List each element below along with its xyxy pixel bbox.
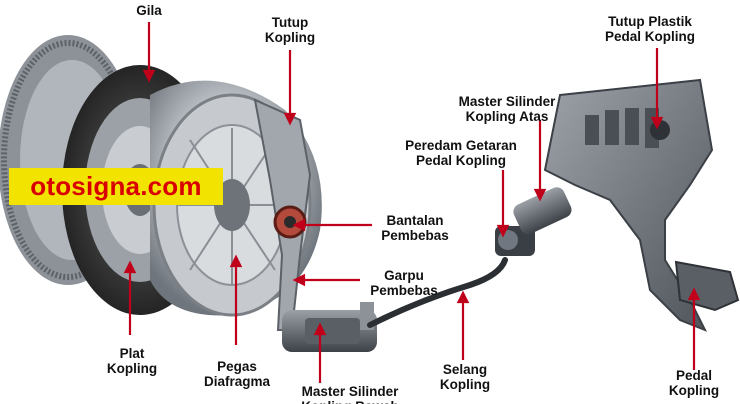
label-peredam-getaran: Peredam Getaran Pedal Kopling: [405, 138, 517, 168]
watermark-logo: otosigna.com: [9, 168, 223, 205]
label-garpu-pembebas: Garpu Pembebas: [370, 268, 438, 298]
callouts: [123, 22, 701, 383]
clutch-hose: [367, 257, 508, 328]
label-gila: Gila: [136, 3, 162, 18]
label-bantalan-pembebas: Bantalan Pembebas: [381, 213, 449, 243]
label-master-silinder-bawah: Master Silinder Kopling Bawah: [301, 384, 399, 404]
release-fork: [253, 98, 312, 331]
label-pedal-kopling: Pedal Kopling: [668, 368, 720, 398]
label-tutup-kopling: Tutup Kopling: [264, 15, 316, 45]
master-cylinder: [513, 187, 572, 235]
label-master-silinder-atas: Master Silinder Kopling Atas: [458, 94, 556, 124]
label-selang-kopling: Selang Kopling: [439, 362, 491, 392]
slave-cylinder: [282, 302, 377, 352]
label-plat-kopling: Plat Kopling: [106, 346, 158, 376]
pedal-assembly: [543, 78, 740, 332]
label-tutup-plastik-pedal: Tutup Plastik Pedal Kopling: [604, 14, 695, 44]
label-pegas-diafragma: Pegas Diafragma: [203, 359, 271, 389]
